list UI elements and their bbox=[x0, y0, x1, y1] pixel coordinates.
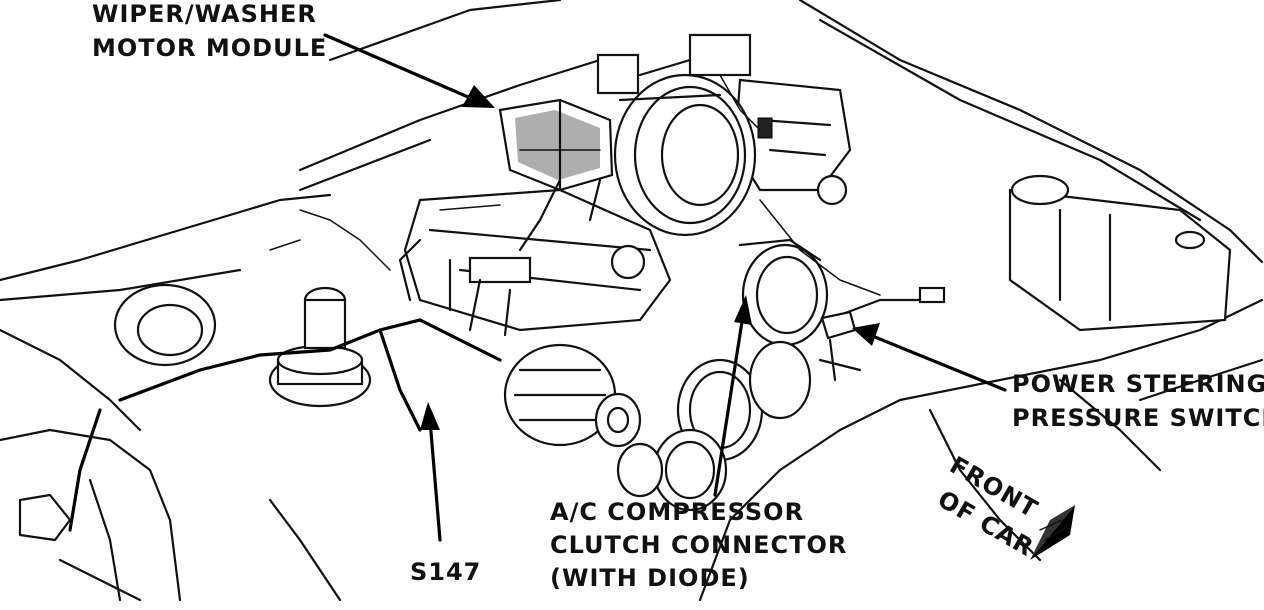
arrow-s147 bbox=[428, 418, 442, 542]
arrow-ps-switch bbox=[868, 333, 1007, 392]
wiring-harness bbox=[18, 178, 946, 542]
left-fan-shroud bbox=[113, 283, 217, 367]
belt-pulleys bbox=[616, 340, 812, 512]
front-direction-arrow bbox=[1030, 505, 1075, 560]
label-s147: S147 bbox=[410, 558, 481, 586]
label-wiper-line2: MOTOR MODULE bbox=[92, 34, 327, 62]
firewall-connectors bbox=[596, 33, 761, 131]
callout-arrows bbox=[323, 33, 1007, 542]
coolant-reservoir bbox=[1008, 174, 1232, 332]
power-steering-pressure-switch bbox=[818, 310, 862, 382]
brake-booster bbox=[613, 73, 757, 237]
ac-compressor bbox=[738, 238, 829, 347]
label-ps-line2: PRESSURE SWITCH bbox=[1012, 404, 1264, 432]
label-ac-line2: CLUTCH CONNECTOR bbox=[550, 531, 847, 559]
arrow-wiper-module bbox=[323, 33, 477, 102]
air-cleaner-strut-tower bbox=[268, 286, 372, 408]
label-ac-line1: A/C COMPRESSOR bbox=[550, 498, 804, 526]
wiper-washer-motor-module bbox=[498, 98, 614, 192]
label-wiper-line1: WIPER/WASHER bbox=[92, 0, 317, 28]
engine-block bbox=[398, 188, 672, 337]
master-cylinder-reservoir bbox=[733, 78, 852, 206]
label-ac-line3: (WITH DIODE) bbox=[550, 564, 750, 592]
alternator bbox=[503, 343, 642, 448]
arrow-ac-connector bbox=[713, 313, 745, 497]
label-ps-line1: POWER STEERING bbox=[1012, 370, 1264, 398]
